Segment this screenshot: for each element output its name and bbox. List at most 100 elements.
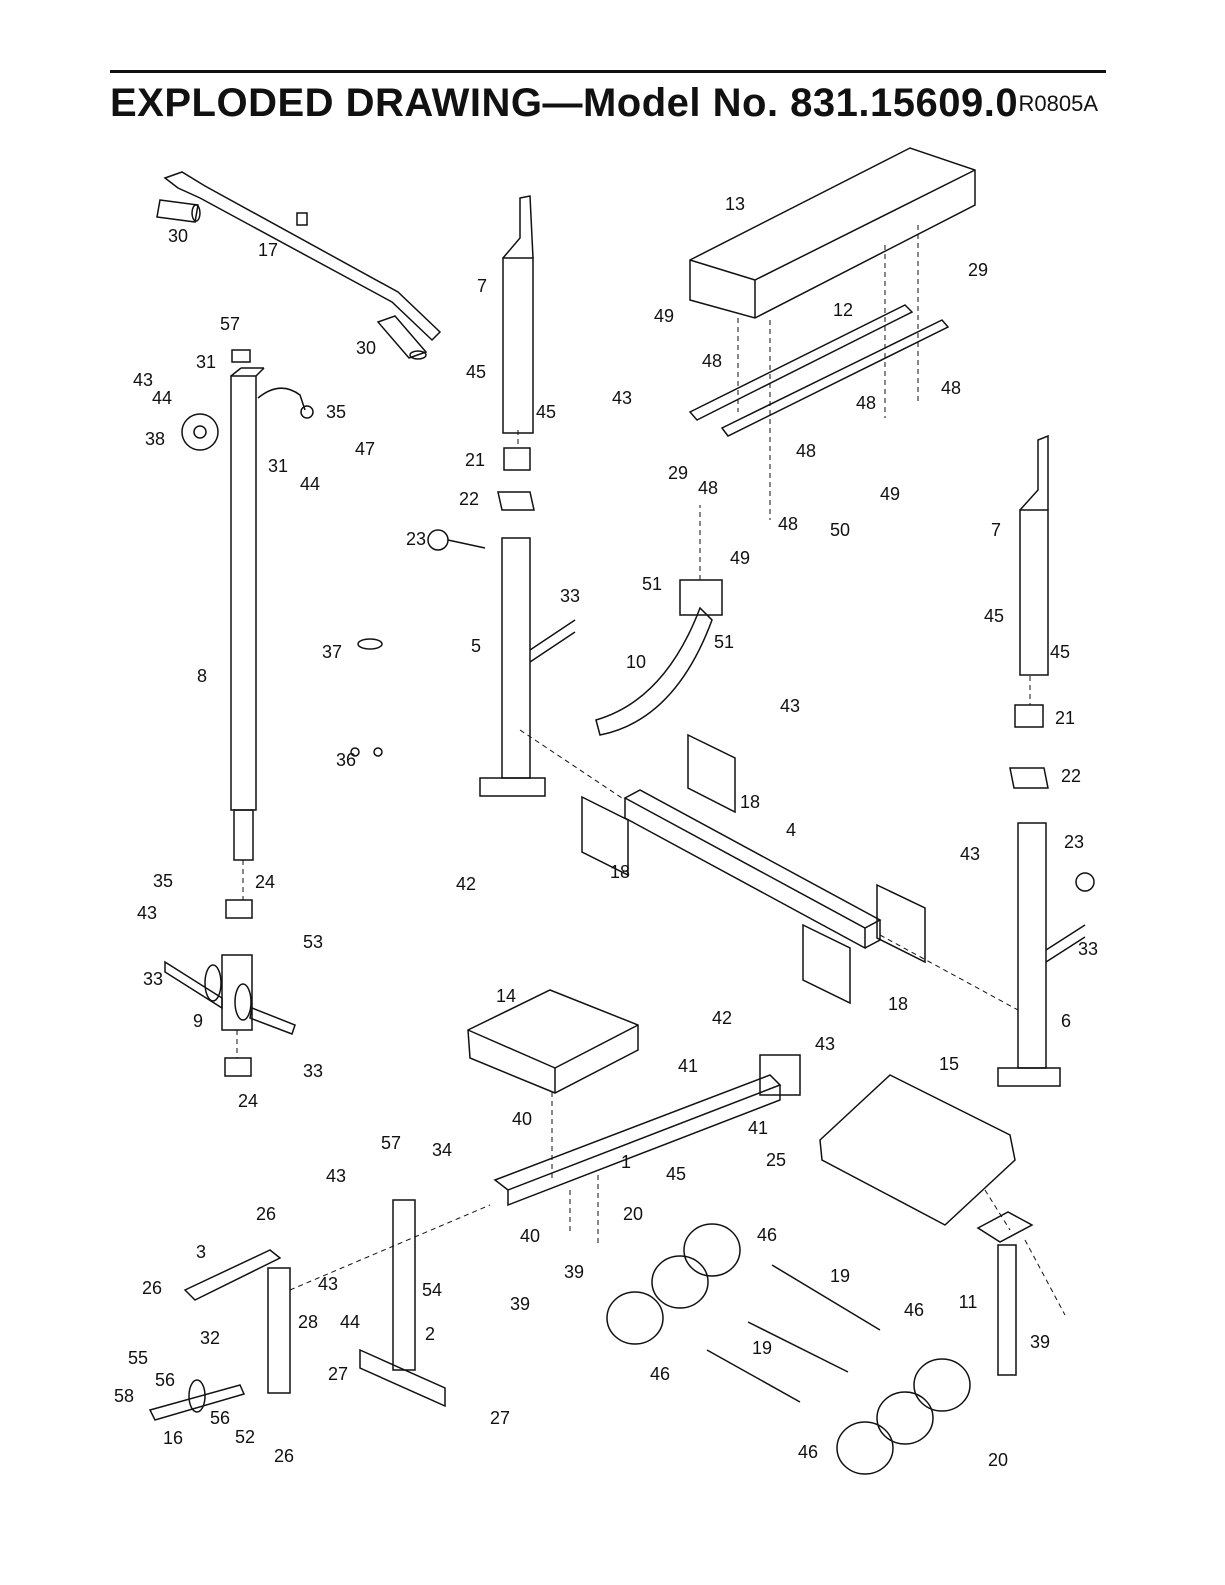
callout-21: 21	[465, 450, 485, 470]
callout-7: 7	[477, 276, 487, 296]
part-9-carriage	[221, 954, 253, 1031]
callout-29: 29	[668, 463, 688, 483]
callout-23: 23	[1064, 832, 1084, 852]
part-7-right-post	[1019, 509, 1049, 676]
callout-40: 40	[512, 1109, 532, 1129]
part-17-lat-bar	[163, 171, 442, 342]
part-37-clip	[357, 638, 383, 650]
callout-52: 52	[235, 1427, 255, 1447]
callout-2: 2	[425, 1324, 435, 1344]
callout-14: 14	[496, 986, 516, 1006]
page-header: EXPLODED DRAWING—Model No. 831.15609.0 R…	[110, 70, 1106, 128]
callout-41: 41	[678, 1056, 698, 1076]
part-3-stabilizer	[183, 1249, 282, 1301]
callout-8: 8	[197, 666, 207, 686]
part-18-plate	[687, 733, 736, 814]
callout-44: 44	[340, 1312, 360, 1332]
callout-53: 53	[303, 932, 323, 952]
callout-5: 5	[471, 636, 481, 656]
part-10-arc-bracket	[595, 606, 713, 736]
part-21-sleeve	[503, 447, 531, 471]
callout-57: 57	[381, 1133, 401, 1153]
part-7-left-post	[502, 257, 534, 434]
callout-35: 35	[326, 402, 346, 422]
callout-43: 43	[780, 696, 800, 716]
callout-15: 15	[939, 1054, 959, 1074]
callout-32: 32	[200, 1328, 220, 1348]
part-57-cap-top	[231, 349, 251, 363]
part-24-cap-upper	[225, 899, 253, 919]
callout-33: 33	[303, 1061, 323, 1081]
callout-19: 19	[752, 1338, 772, 1358]
callout-48: 48	[856, 393, 876, 413]
callout-39: 39	[1030, 1332, 1050, 1352]
part-1-rear-bracket	[759, 1054, 801, 1096]
part-21-right-sleeve	[1014, 704, 1044, 728]
part-1-main-frame	[493, 1074, 782, 1191]
callout-12: 12	[833, 300, 853, 320]
callout-42: 42	[712, 1008, 732, 1028]
callout-9: 9	[193, 1011, 203, 1031]
part-36-wing-nut	[350, 747, 360, 757]
callout-44: 44	[152, 388, 172, 408]
part-23-knob	[427, 529, 449, 551]
callout-48: 48	[778, 514, 798, 534]
callout-34: 34	[432, 1140, 452, 1160]
callout-6: 6	[1061, 1011, 1071, 1031]
callout-49: 49	[730, 548, 750, 568]
callout-16: 16	[163, 1428, 183, 1448]
callout-51: 51	[642, 574, 662, 594]
callout-56: 56	[155, 1370, 175, 1390]
callout-46: 46	[650, 1364, 670, 1384]
callout-57: 57	[220, 314, 240, 334]
callout-45: 45	[466, 362, 486, 382]
part-2-front-leg	[392, 1199, 416, 1371]
part-17-bracket	[296, 212, 308, 226]
callout-19: 19	[830, 1266, 850, 1286]
callout-43: 43	[137, 903, 157, 923]
callout-35: 35	[153, 871, 173, 891]
callout-56: 56	[210, 1408, 230, 1428]
callout-29: 29	[968, 260, 988, 280]
callout-33: 33	[143, 969, 163, 989]
callout-45: 45	[666, 1164, 686, 1184]
callout-33: 33	[1078, 939, 1098, 959]
callout-30: 30	[356, 338, 376, 358]
callout-48: 48	[698, 478, 718, 498]
callout-13: 13	[725, 194, 745, 214]
callout-46: 46	[798, 1442, 818, 1462]
callout-43: 43	[612, 388, 632, 408]
callout-43: 43	[815, 1034, 835, 1054]
page-title: EXPLODED DRAWING—Model No. 831.15609.0	[110, 81, 1019, 125]
part-8-upright	[230, 375, 257, 811]
part-20-roller	[683, 1223, 741, 1277]
part-19-rod	[771, 1264, 881, 1331]
callout-46: 46	[757, 1225, 777, 1245]
callout-43: 43	[133, 370, 153, 390]
part-15-leg-pad	[819, 1074, 1016, 1226]
callout-11: 11	[959, 1292, 978, 1312]
callout-48: 48	[702, 351, 722, 371]
part-23-right-knob	[1075, 872, 1095, 892]
callout-22: 22	[459, 489, 479, 509]
part-30-grip-upper	[156, 199, 199, 223]
callout-33: 33	[560, 586, 580, 606]
callout-43: 43	[326, 1166, 346, 1186]
callout-26: 26	[274, 1446, 294, 1466]
part-13-backrest	[689, 147, 976, 319]
callout-20: 20	[623, 1204, 643, 1224]
part-9-sleeve	[164, 960, 223, 1010]
callout-36: 36	[336, 750, 356, 770]
callout-45: 45	[536, 402, 556, 422]
callout-48: 48	[941, 378, 961, 398]
callout-31: 31	[196, 352, 216, 372]
part-22-sleeve	[497, 491, 535, 511]
callout-47: 47	[355, 439, 375, 459]
callout-50: 50	[830, 520, 850, 540]
callout-7: 7	[991, 520, 1001, 540]
callout-18: 18	[610, 862, 630, 882]
callout-20: 20	[988, 1450, 1008, 1470]
part-30-grip-lower	[376, 315, 428, 359]
callout-46: 46	[904, 1300, 924, 1320]
